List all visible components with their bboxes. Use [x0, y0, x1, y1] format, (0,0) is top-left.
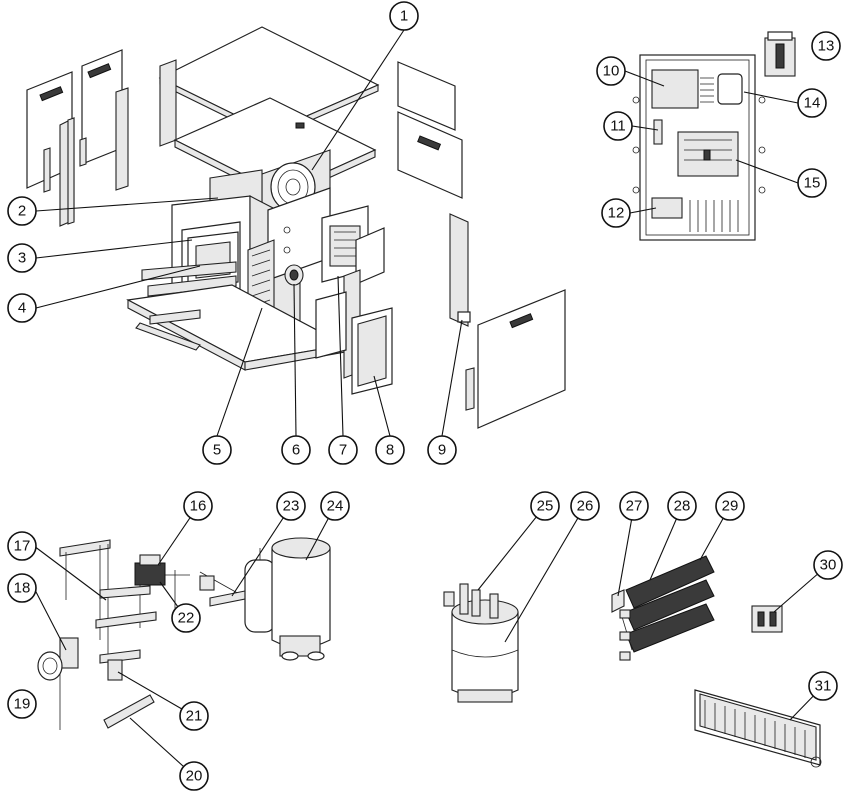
callout-23: 23 [276, 491, 306, 521]
humidifier-cylinder [443, 583, 519, 703]
callout-label: 18 [14, 580, 31, 597]
callout-label: 16 [190, 498, 207, 515]
callout-15: 15 [797, 168, 827, 198]
callout-13: 13 [811, 31, 841, 61]
coil-filter [141, 231, 239, 297]
callout-label: 29 [722, 498, 739, 515]
callout-27: 27 [619, 491, 649, 521]
callout-24: 24 [320, 491, 350, 521]
control-panel [632, 54, 766, 241]
callout-label: 26 [577, 498, 594, 515]
refrigerant-circuit [37, 539, 251, 730]
callout-label: 8 [386, 442, 394, 459]
right-top-panels [397, 61, 463, 199]
callout-7: 7 [328, 435, 358, 465]
callout-30: 30 [813, 550, 843, 580]
callout-22: 22 [171, 603, 201, 633]
callout-label: 14 [804, 95, 821, 112]
callout-label: 17 [14, 538, 31, 555]
contactor [751, 605, 783, 633]
base-pan [126, 284, 347, 371]
callout-16: 16 [183, 491, 213, 521]
callout-17: 17 [7, 531, 37, 561]
callout-18: 18 [7, 573, 37, 603]
callout-21: 21 [179, 701, 209, 731]
left-side-panels [26, 49, 129, 227]
callout-8: 8 [375, 435, 405, 465]
callout-label: 24 [327, 498, 344, 515]
callout-label: 1 [400, 8, 408, 25]
callout-label: 3 [18, 250, 26, 267]
compressor [271, 537, 331, 661]
accumulator [244, 548, 276, 633]
callout-label: 7 [339, 442, 347, 459]
callout-label: 9 [438, 442, 446, 459]
callout-28: 28 [667, 491, 697, 521]
callout-label: 13 [818, 38, 835, 55]
callout-5: 5 [202, 435, 232, 465]
callout-label: 27 [626, 498, 643, 515]
callout-20: 20 [179, 761, 209, 791]
callout-label: 2 [18, 203, 26, 220]
callout-6: 6 [281, 435, 311, 465]
callout-9: 9 [427, 435, 457, 465]
callout-4: 4 [7, 293, 37, 323]
main-unit-assembly [26, 26, 566, 429]
right-side-panel [449, 213, 471, 327]
callout-1: 1 [389, 1, 419, 31]
callout-label: 6 [292, 442, 300, 459]
callout-25: 25 [530, 491, 560, 521]
callout-label: 12 [608, 205, 625, 222]
relay-module [764, 31, 796, 77]
callout-label: 4 [18, 300, 26, 317]
callout-26: 26 [570, 491, 600, 521]
callout-label: 10 [603, 63, 620, 80]
motor [284, 264, 304, 286]
callout-label: 30 [820, 557, 837, 574]
callout-label: 21 [186, 708, 203, 725]
callout-label: 22 [178, 610, 195, 627]
callout-31: 31 [808, 671, 838, 701]
heat-exchanger-coil [694, 689, 822, 768]
callout-label: 19 [14, 696, 31, 713]
front-door-panel [465, 289, 566, 429]
callout-14: 14 [797, 88, 827, 118]
callout-label: 25 [537, 498, 554, 515]
callout-2: 2 [7, 196, 37, 226]
callout-label: 5 [213, 442, 221, 459]
electric-heaters [611, 555, 715, 661]
callout-label: 28 [674, 498, 691, 515]
callout-label: 31 [815, 678, 832, 695]
callout-label: 20 [186, 768, 203, 785]
callout-3: 3 [7, 243, 37, 273]
callout-label: 15 [804, 175, 821, 192]
callout-19: 19 [7, 689, 37, 719]
callout-10: 10 [596, 56, 626, 86]
callout-label: 11 [610, 118, 626, 135]
callout-label: 23 [283, 498, 300, 515]
callout-11: 11 [603, 111, 633, 141]
callout-12: 12 [601, 198, 631, 228]
callout-29: 29 [715, 491, 745, 521]
control-compartment [321, 205, 385, 379]
